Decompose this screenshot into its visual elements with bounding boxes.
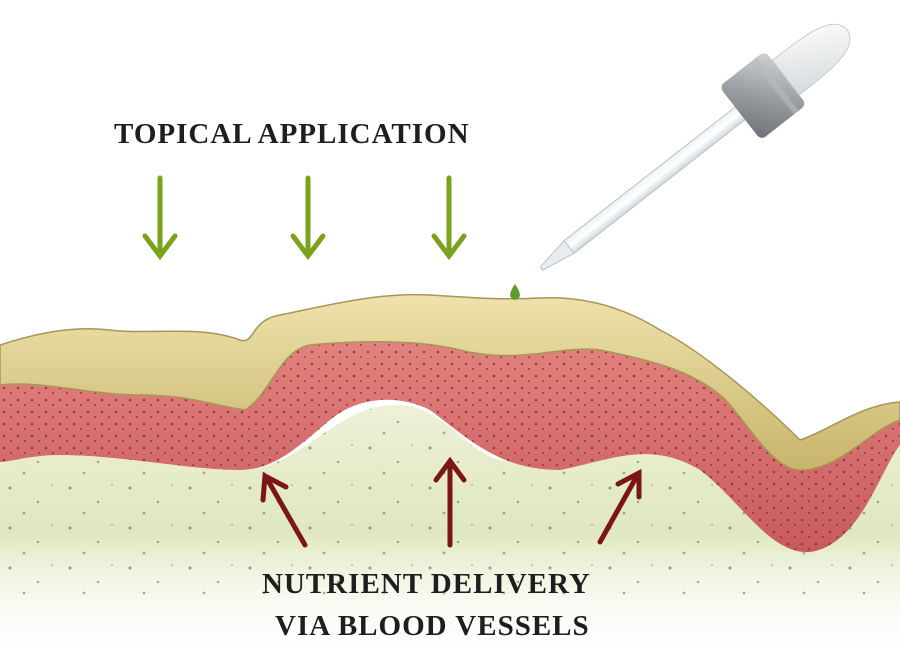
topical-arrow xyxy=(142,175,178,261)
nutrient-arrow xyxy=(260,472,308,548)
nutrient-arrow xyxy=(597,468,642,545)
nutrient-arrow xyxy=(433,456,467,548)
stratum-corneum-layer xyxy=(0,293,900,471)
droplet-icon xyxy=(510,284,520,300)
blood-vessels-label: VIA BLOOD VESSELS xyxy=(275,610,590,642)
topical-arrow xyxy=(431,175,467,261)
dropper-icon xyxy=(539,23,851,271)
topical-application-label: TOPICAL APPLICATION xyxy=(114,118,470,150)
nutrient-delivery-label: NUTRIENT DELIVERY xyxy=(262,568,591,600)
topical-arrow xyxy=(290,175,326,261)
